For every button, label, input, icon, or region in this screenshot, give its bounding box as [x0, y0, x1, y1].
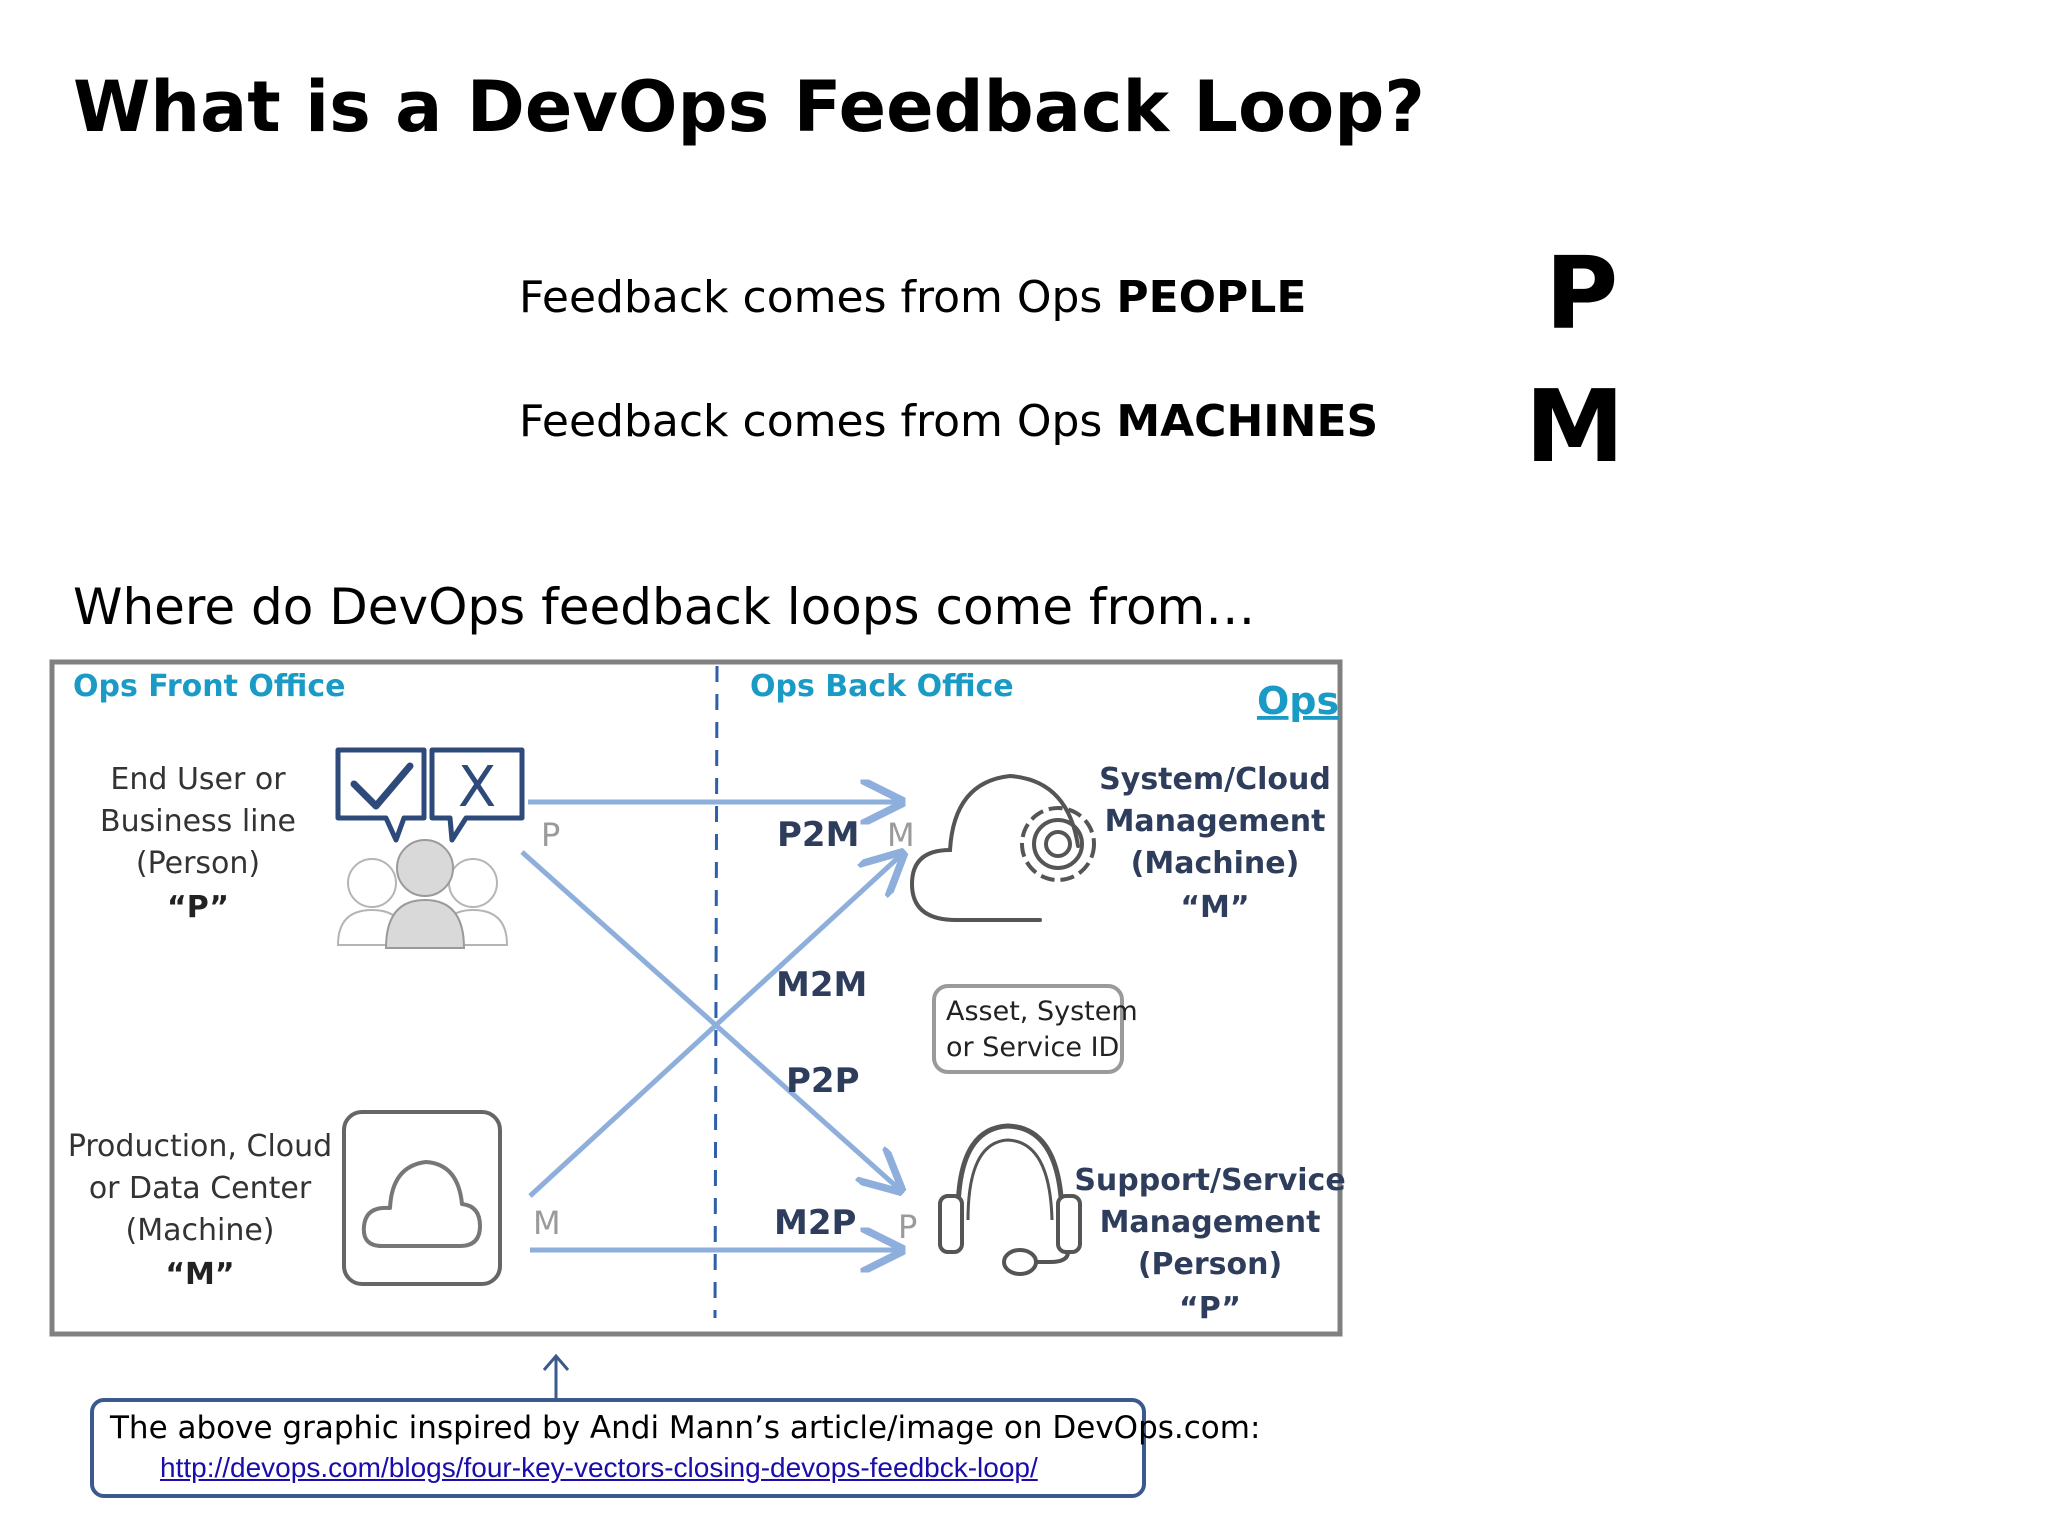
vector-label-p2p: P2P: [786, 1061, 860, 1101]
system-cloud-label-1: System/Cloud: [1099, 762, 1331, 797]
big-letter-m: M: [1525, 368, 1625, 485]
production-label-3: (Machine): [126, 1213, 275, 1248]
back-office-label: Ops Back Office: [750, 669, 1014, 704]
office-divider: [713, 665, 719, 1319]
credit-text: The above graphic inspired by Andi Mann’…: [110, 1410, 1261, 1446]
production-cloud-icon: [342, 1110, 502, 1286]
system-cloud-label-3: (Machine): [1131, 846, 1300, 881]
diagram-frame: [49, 659, 1343, 1337]
end-user-label-3: (Person): [136, 846, 260, 881]
marker-m-target: M: [887, 816, 915, 854]
credit-link[interactable]: http://devops.com/blogs/four-key-vectors…: [160, 1452, 1038, 1483]
vector-label-m2p: M2P: [774, 1203, 856, 1243]
arrow-p2p: [520, 850, 898, 1188]
system-cloud-label-4: “M”: [1180, 890, 1249, 925]
feedback-people-prefix: Feedback comes from Ops: [519, 272, 1117, 323]
system-cloud-label-2: Management: [1105, 804, 1326, 839]
reject-x-mark: X: [458, 755, 496, 820]
production-label-1: Production, Cloud: [68, 1129, 332, 1164]
arrow-m2m: [528, 856, 900, 1198]
asset-id-box: Asset, System or Service ID: [932, 984, 1138, 1074]
support-label-2: Management: [1100, 1205, 1321, 1240]
production-label-4: “M”: [165, 1257, 234, 1292]
feedback-people-bold: PEOPLE: [1116, 272, 1307, 323]
support-label-4: “P”: [1179, 1291, 1241, 1326]
feedback-machines-line: Feedback comes from Ops MACHINES: [519, 396, 1378, 447]
reject-bubble-icon: X: [429, 747, 525, 843]
feedback-machines-prefix: Feedback comes from Ops: [519, 396, 1117, 447]
feedback-people-line: Feedback comes from Ops PEOPLE: [519, 272, 1306, 323]
approve-bubble-icon: [335, 747, 427, 843]
asset-box-line-1: Asset, System: [946, 996, 1138, 1027]
marker-p-target: P: [898, 1208, 917, 1246]
credit-box: [90, 1398, 1146, 1498]
cloud-gear-icon: [909, 773, 1096, 922]
front-office-label: Ops Front Office: [73, 669, 346, 704]
asset-box-line-2: or Service ID: [946, 1032, 1119, 1063]
feedback-machines-bold: MACHINES: [1116, 396, 1379, 447]
page-title: What is a DevOps Feedback Loop?: [73, 66, 1425, 148]
people-group-icon: [336, 839, 509, 949]
marker-p-source: P: [541, 816, 560, 854]
headset-icon: [938, 1123, 1082, 1276]
section-subtitle: Where do DevOps feedback loops come from…: [73, 578, 1256, 636]
ops-label: Ops: [1257, 679, 1339, 723]
vector-label-p2m: P2M: [777, 815, 859, 855]
end-user-label-4: “P”: [167, 890, 229, 925]
end-user-label-1: End User or: [110, 762, 286, 797]
vector-label-m2m: M2M: [776, 965, 867, 1005]
support-label-1: Support/Service: [1074, 1163, 1345, 1198]
production-label-2: or Data Center: [89, 1171, 312, 1206]
support-label-3: (Person): [1138, 1247, 1282, 1282]
big-letter-p: P: [1545, 235, 1619, 352]
end-user-label-2: Business line: [100, 804, 296, 839]
marker-m-source: M: [533, 1204, 561, 1242]
